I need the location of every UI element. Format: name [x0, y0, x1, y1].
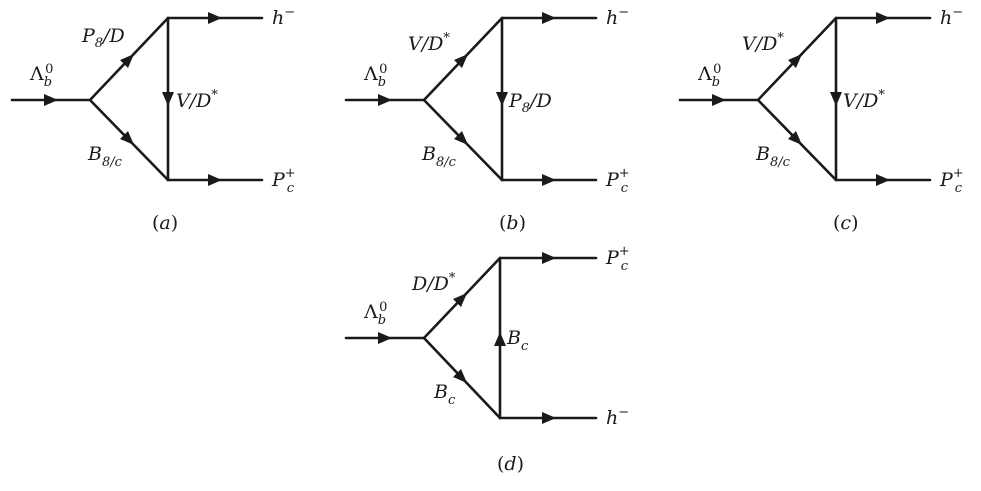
diagram-c-upper-leg-label: V/D*: [742, 31, 784, 55]
diagram-b-bottom-out-arrow: [542, 174, 556, 186]
diagram-b-lower-leg-arrow: [454, 131, 468, 145]
diagram-d-lower-leg-label: Bc: [433, 381, 456, 408]
diagram-d-caption: (d): [497, 453, 524, 475]
diagram-b-initial-label: Λb0: [363, 62, 387, 90]
diagram-a-lower-leg-label: B8/c: [87, 143, 123, 170]
diagram-b-bottom-out-label: P+c: [605, 166, 630, 196]
diagram-b-upper-leg-arrow: [454, 54, 468, 68]
diagram-a-bottom-out-arrow: [208, 174, 222, 186]
diagram-c-vertical-arrow: [830, 92, 842, 106]
diagram-b: Λb0 V/D* B8/c P8/D h− P+c (b): [344, 5, 630, 234]
diagram-a-vertical-label: V/D*: [176, 88, 218, 112]
diagram-d-vertical-label: Bc: [506, 327, 529, 354]
diagram-b-initial-arrow: [378, 94, 392, 106]
diagram-c-lower-leg-label: B8/c: [755, 143, 791, 170]
diagram-c-bottom-out-arrow: [876, 174, 890, 186]
diagram-d-upper-leg-label: D/D*: [411, 271, 456, 295]
diagram-d-bottom-out-label: h−: [606, 405, 629, 429]
diagram-a-vertical-arrow: [162, 92, 174, 106]
diagram-b-vertical-arrow: [496, 92, 508, 106]
diagram-d-top-out-label: P+c: [605, 244, 630, 274]
diagram-a-upper-leg-label: P8/D: [81, 25, 125, 51]
diagram-c-initial-arrow: [712, 94, 726, 106]
diagram-b-top-out-arrow: [542, 12, 556, 24]
diagram-b-vertical-label: P8/D: [508, 90, 552, 116]
diagram-d-bottom-out-arrow: [542, 412, 556, 424]
diagram-d-upper-leg-arrow: [453, 293, 467, 307]
diagram-b-caption: (b): [499, 212, 526, 234]
diagram-a-top-out-label: h−: [272, 5, 295, 29]
diagram-b-upper-leg-label: V/D*: [408, 31, 450, 55]
diagram-c: Λb0 V/D* B8/c V/D* h− P+c (c): [678, 5, 964, 234]
diagram-c-upper-leg-arrow: [788, 54, 802, 68]
diagram-d-top-out-arrow: [542, 252, 556, 264]
diagram-c-initial-label: Λb0: [697, 62, 721, 90]
diagram-a-bottom-out-label: P+c: [271, 166, 296, 196]
diagram-c-top-out-label: h−: [940, 5, 963, 29]
diagram-a: Λb0 P8/D B8/c V/D* h− P+c (a): [10, 5, 296, 234]
diagram-c-top-out-arrow: [876, 12, 890, 24]
diagram-c-caption: (c): [833, 212, 859, 234]
diagram-d: Λb0 D/D* Bc Bc P+c h− (d): [344, 244, 630, 475]
diagram-d-lower-leg-arrow: [453, 369, 467, 383]
diagram-a-initial-label: Λb0: [29, 62, 53, 90]
diagram-a-lower-leg-arrow: [120, 131, 134, 145]
diagram-b-lower-leg-label: B8/c: [421, 143, 457, 170]
diagram-c-vertical-label: V/D*: [843, 88, 885, 112]
diagram-a-top-out-arrow: [208, 12, 222, 24]
diagram-a-initial-arrow: [44, 94, 58, 106]
diagram-b-top-out-label: h−: [606, 5, 629, 29]
diagram-c-lower-leg-arrow: [788, 131, 802, 145]
diagram-a-caption: (a): [152, 212, 178, 234]
diagram-c-bottom-out-label: P+c: [939, 166, 964, 196]
diagram-a-upper-leg-arrow: [120, 54, 134, 68]
diagram-d-initial-arrow: [378, 332, 392, 344]
diagram-d-vertical-arrow: [494, 332, 506, 346]
diagram-d-initial-label: Λb0: [363, 300, 387, 328]
